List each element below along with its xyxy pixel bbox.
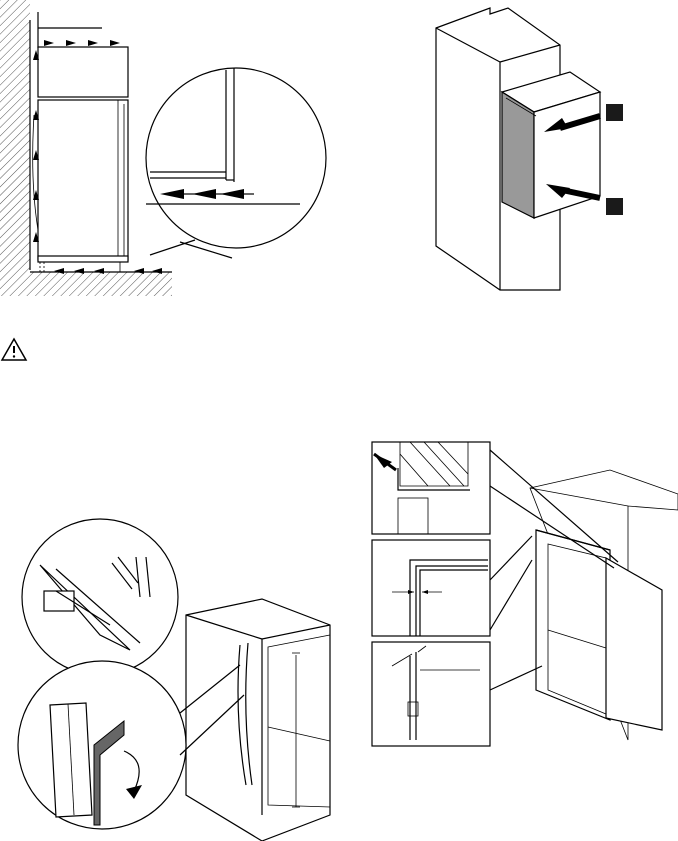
ventilation-diagram [0,0,330,300]
seal-trim-diagram [0,515,340,841]
warning-triangle-icon [0,337,28,363]
door-alignment-diagram [370,440,678,750]
marker-a [606,104,623,121]
cabinet-insert-diagram [420,0,620,300]
marker-b [606,198,623,215]
